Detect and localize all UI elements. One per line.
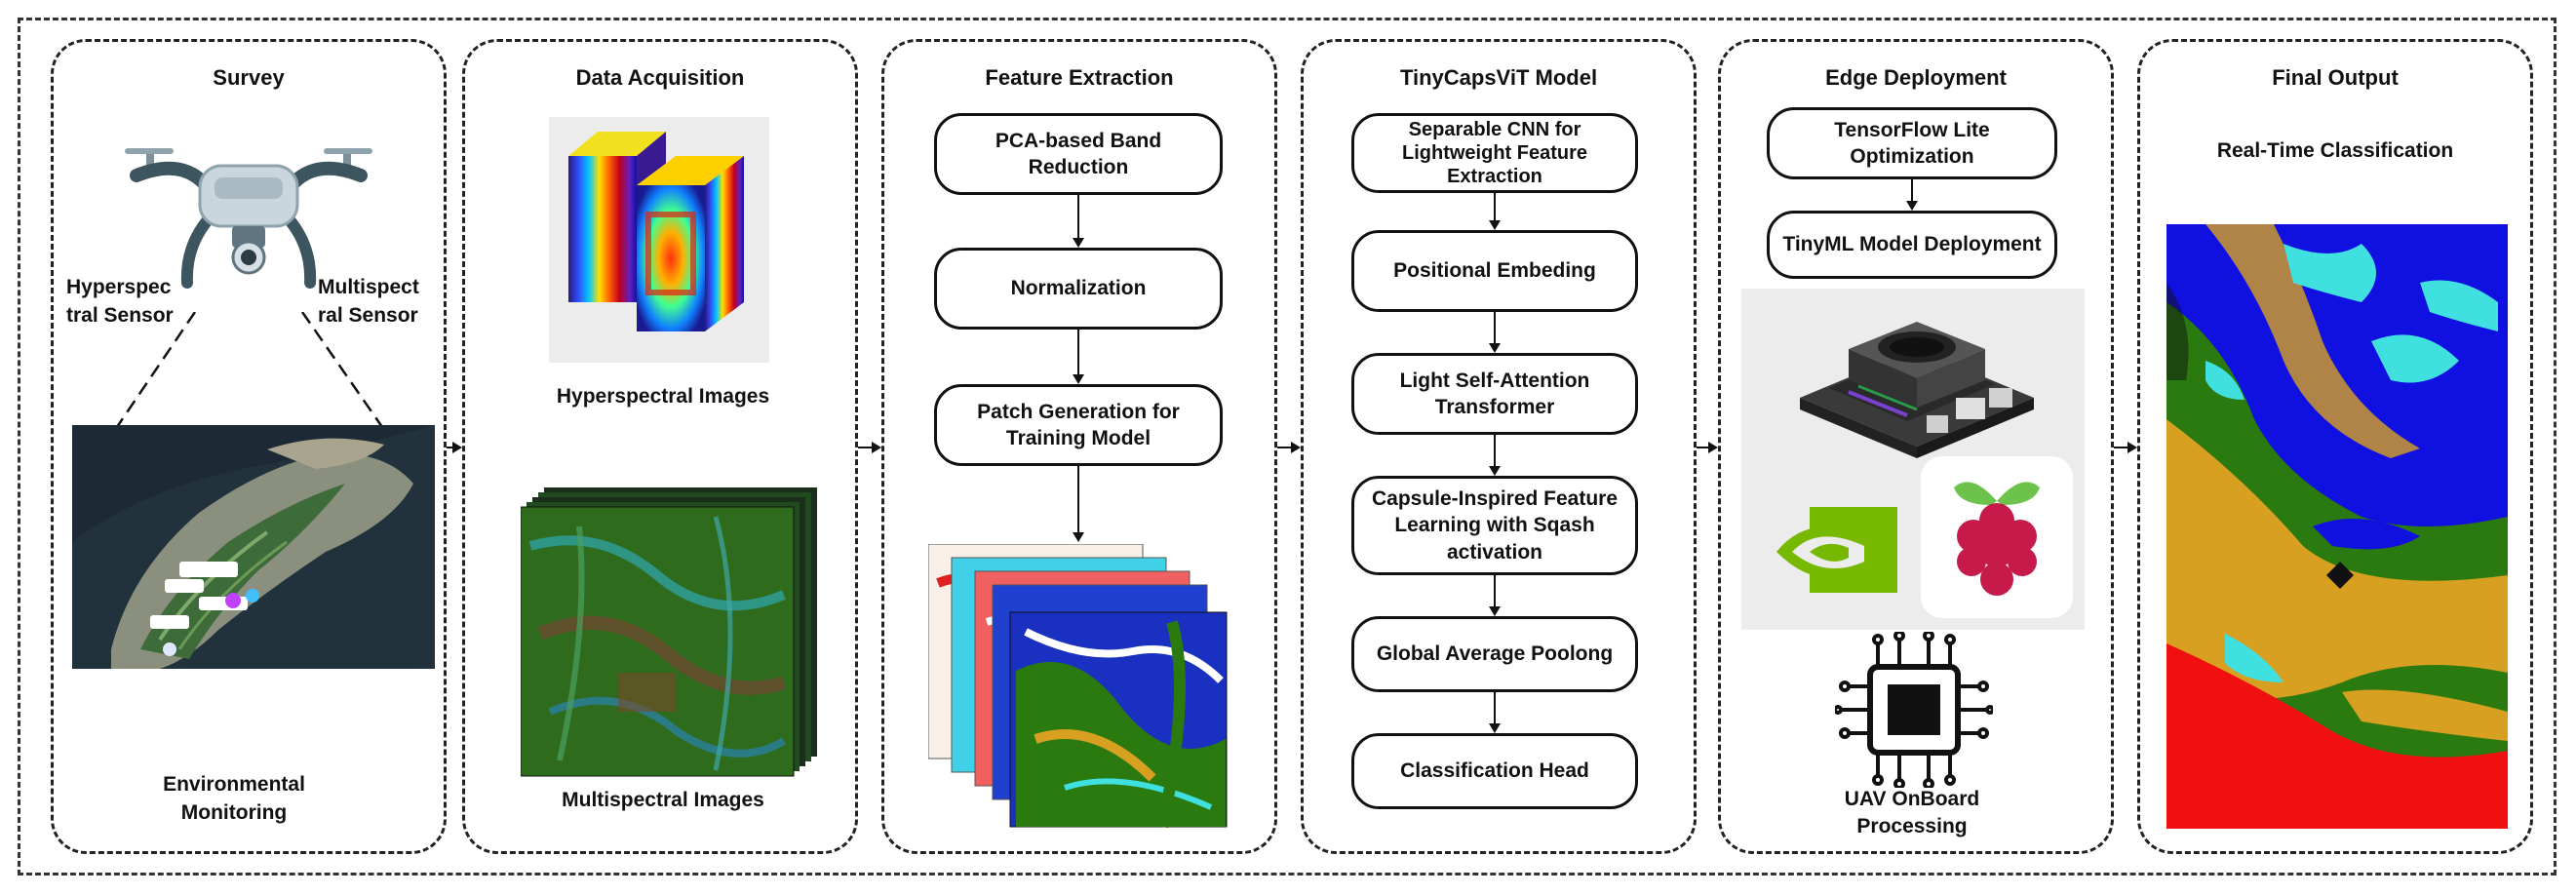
panel-tinycapsvit-model: TinyCapsViT Model (1301, 39, 1697, 854)
panel-feature-extraction: Feature Extraction (881, 39, 1277, 854)
patch-stack-image (928, 544, 1228, 829)
classification-map-image (2166, 224, 2508, 829)
panel-data-acquisition: Data Acquisition (462, 39, 858, 854)
panel-title: TinyCapsViT Model (1399, 65, 1598, 90)
step-positional-embedding: Positional Embeding (1351, 230, 1638, 312)
environmental-monitoring-label: Environmental Monitoring (163, 773, 305, 825)
step-normalization: Normalization (934, 248, 1223, 330)
step-classification-head: Classification Head (1351, 733, 1638, 809)
processor-chip-icon (1835, 632, 1993, 788)
step-separable-cnn: Separable CNN for Lightweight Feature Ex… (1351, 113, 1638, 193)
connector-model-to-edge (1697, 447, 1708, 448)
satellite-map-image (72, 425, 435, 669)
connector-survey-to-acquisition (447, 447, 454, 448)
step-pca-band-reduction: PCA-based Band Reduction (934, 113, 1223, 195)
step-global-average-pooling: Global Average Poolong (1351, 616, 1638, 692)
hyperspectral-sensor-label: Hyperspec tral Sensor (66, 276, 174, 328)
panel-survey: Survey (51, 39, 447, 854)
diagram-frame (18, 18, 2556, 876)
panel-title: Feature Extraction (985, 65, 1174, 90)
connector-acquisition-to-feature (858, 447, 872, 448)
panel-title: Survey (213, 65, 285, 90)
panel-final-output: Final Output (2137, 39, 2533, 854)
hyperspectral-cube-image (549, 117, 769, 363)
uav-onboard-processing-label: UAV OnBoard Processing (1844, 788, 1980, 838)
panel-title: Data Acquisition (575, 65, 745, 90)
jetson-board-icon (1800, 322, 2034, 458)
step-light-self-attention: Light Self-Attention Transformer (1351, 353, 1638, 435)
panel-title: Edge Deployment (1825, 65, 2007, 90)
panel-edge-deployment: Edge Deployment (1718, 39, 2114, 854)
drone-icon (125, 148, 372, 289)
sensor-cone-lines (115, 312, 384, 428)
step-tensorflow-lite: TensorFlow Lite Optimization (1767, 107, 2057, 179)
panel-title: Final Output (2272, 65, 2399, 90)
hyperspectral-images-label: Hyperspectral Images (556, 385, 770, 408)
multispectral-stack-image (521, 487, 817, 777)
raspberry-pi-logo (1954, 482, 2040, 596)
nvidia-logo (1776, 507, 1897, 593)
connector-edge-to-output (2114, 447, 2127, 448)
multispectral-sensor-label: Multispect ral Sensor (318, 276, 419, 328)
step-patch-generation: Patch Generation for Training Model (934, 384, 1223, 466)
real-time-classification-label: Real-Time Classification (2216, 139, 2454, 162)
connector-feature-to-model (1277, 447, 1291, 448)
step-capsule-inspired-learning: Capsule-Inspired Feature Learning with S… (1351, 476, 1638, 575)
multispectral-images-label: Multispectral Images (562, 789, 764, 811)
step-tinyml-deployment: TinyML Model Deployment (1767, 211, 2057, 279)
